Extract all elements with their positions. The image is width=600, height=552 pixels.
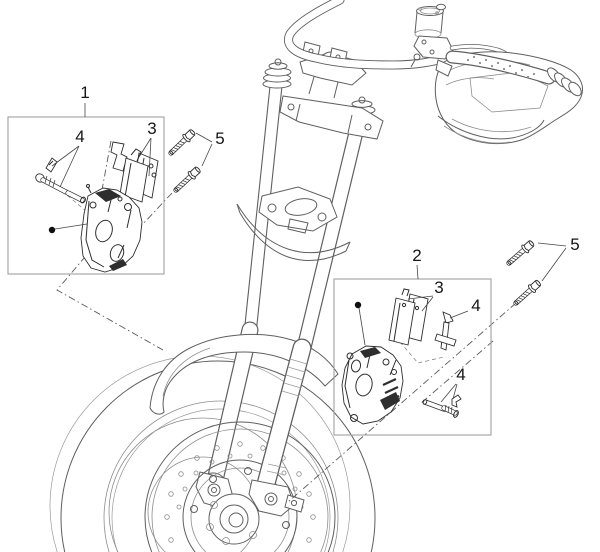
leader-lines [51,103,567,403]
mounting-bolt [167,128,196,157]
bar-end-weight [547,67,582,97]
callout-pin-2: 4 [456,365,466,384]
callout-group-2: 2 [412,246,422,265]
pad-retainer-2 [434,311,457,351]
brake-pads-1 [119,148,159,203]
callout-pads-1: 3 [147,119,157,138]
detail-box-1 [7,116,165,275]
fork-brace [236,186,351,261]
pad-pin-kit-2 [422,394,462,418]
wheel-hub [206,493,260,545]
caliper-mount-bracket [284,494,305,513]
fork-cap-left [262,58,292,89]
callout-bolts-1: 5 [215,129,225,148]
fork-right-lower-leg [248,338,312,517]
brake-rotor-front [144,421,336,552]
callout-pin-1: 4 [75,127,85,146]
mounting-bolt [172,165,202,194]
callout-bolts-2: 5 [570,235,580,254]
callout-retainer-2: 4 [471,296,481,315]
reference-dot-1 [48,223,88,234]
pad-pin-kit-1 [35,141,128,204]
mounting-bolt [505,239,535,267]
mounting-bolts-1 [167,128,202,194]
mounting-bolt [512,279,542,307]
callout-group-1: 1 [80,83,90,102]
brake-caliper-1 [80,184,143,273]
handlebar [284,0,455,70]
mounting-bolts-2 [505,239,542,307]
fork-left-lower-leg [195,321,259,509]
brake-master-cylinder [410,3,454,68]
detail-box-2 [333,278,492,436]
brake-caliper-2 [341,345,404,425]
callout-pads-2: 3 [434,278,444,297]
brake-pads-2 [388,288,429,346]
reference-dot-2 [354,301,366,346]
throttle-grip [445,50,582,97]
